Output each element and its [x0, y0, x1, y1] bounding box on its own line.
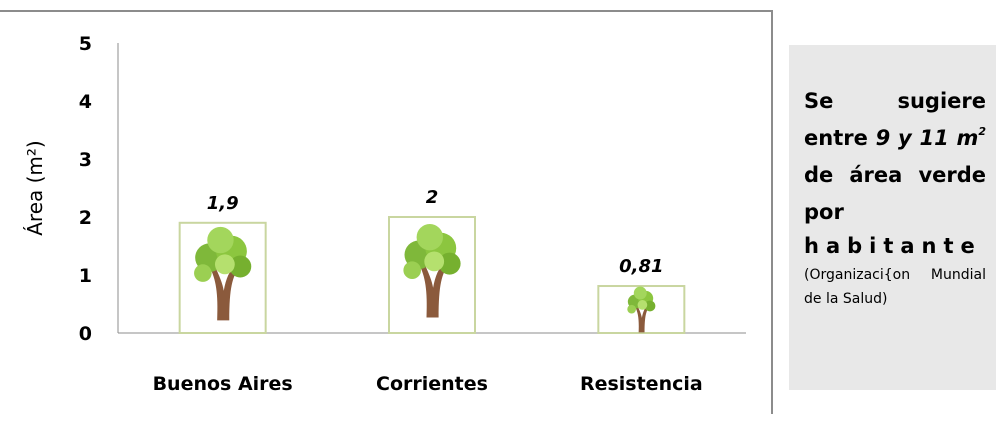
note-sugiere: sugiere [897, 89, 986, 113]
y-tick-label: 4 [79, 91, 92, 113]
x-tick-label: Resistencia [580, 373, 703, 395]
data-label: 0,81 [619, 256, 663, 277]
note-unit: m2 [956, 125, 987, 150]
note-de-area: de área [804, 163, 903, 187]
chart-frame [0, 10, 773, 414]
y-tick-label: 1 [79, 265, 92, 287]
y-tick-label: 0 [79, 323, 92, 345]
data-label: 1,9 [207, 193, 239, 214]
note-verde: verde [918, 163, 987, 187]
recommendation-note: Se sugiere entre 9 y 11 m2 de área verde… [789, 45, 996, 390]
note-se: Se [804, 89, 834, 113]
note-entre: entre [804, 126, 868, 150]
y-tick-label: 5 [79, 33, 92, 55]
data-label: 2 [426, 187, 439, 208]
x-tick-label: Corrientes [376, 373, 488, 395]
y-axis-label: Área (m²) [23, 140, 47, 236]
note-por: por [804, 200, 844, 224]
y-tick-label: 2 [79, 207, 92, 229]
note-range: 9 y 11 [875, 126, 949, 150]
note-habitante: habitante [804, 234, 982, 258]
x-tick-label: Buenos Aires [153, 373, 293, 395]
note-source: (Organizaci{on Mundial de la Salud) [804, 267, 986, 307]
y-tick-label: 3 [79, 149, 92, 171]
